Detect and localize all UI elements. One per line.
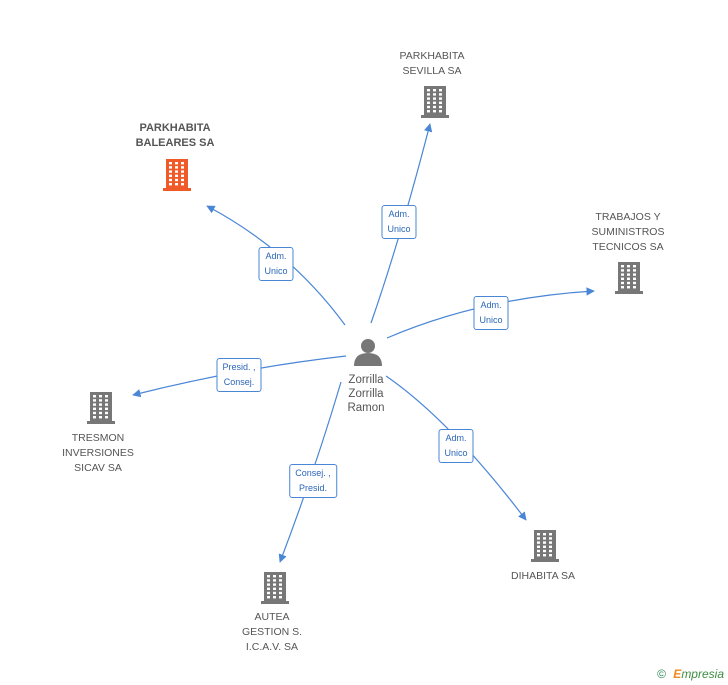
company-label-tresmon-line: SICAV SA: [74, 462, 122, 474]
company-label-trabajos-line: TECNICOS SA: [592, 241, 664, 253]
building-icon-autea[interactable]: [261, 572, 289, 604]
person-icon[interactable]: [354, 339, 382, 366]
edge-label-sevilla-line: Adm.: [388, 209, 410, 219]
edge-label-tresmon-line: Presid. ,: [222, 362, 256, 372]
company-label-tresmon-line: INVERSIONES: [62, 447, 134, 459]
company-label-sevilla-line: SEVILLA SA: [402, 65, 462, 77]
edge-label-autea[interactable]: Consej. , Presid.: [289, 464, 337, 498]
edge-label-autea-line: Consej. ,: [295, 468, 331, 478]
edge-label-autea-line: Presid.: [298, 483, 327, 493]
edge-label-tresmon[interactable]: Presid. , Consej.: [216, 358, 262, 392]
company-label-trabajos-line: TRABAJOS Y: [595, 211, 661, 223]
edge-label-dihabita-line: Unico: [444, 448, 468, 458]
building-icon-sevilla[interactable]: [421, 86, 449, 118]
edge-label-trabajos-line: Adm.: [480, 300, 502, 310]
building-icon-baleares[interactable]: [163, 159, 191, 191]
person-label-line: Zorrilla: [348, 388, 384, 400]
edge-label-trabajos-line: Unico: [479, 315, 503, 325]
company-label-trabajos-line: SUMINISTROS: [591, 226, 665, 238]
footer-brand[interactable]: © Empresia: [657, 667, 724, 681]
company-label-autea-line: AUTEA: [254, 611, 290, 623]
edge-label-tresmon-line: Consej.: [223, 377, 255, 387]
building-icon-dihabita[interactable]: [531, 530, 559, 562]
edge-label-baleares-line: Adm.: [265, 251, 287, 261]
company-label-autea[interactable]: AUTEA GESTION S. I.C.A.V. SA: [242, 610, 302, 655]
person-label-line: Ramon: [347, 402, 385, 414]
building-icon-trabajos[interactable]: [615, 262, 643, 294]
building-icon-tresmon[interactable]: [87, 392, 115, 424]
copyright-symbol: ©: [657, 667, 666, 681]
company-label-dihabita[interactable]: DIHABITA SA: [511, 569, 575, 584]
company-label-baleares[interactable]: PARKHABITA BALEARES SA: [136, 121, 215, 151]
company-label-autea-line: GESTION S.: [241, 626, 303, 638]
edge-label-dihabita-line: Adm.: [445, 433, 467, 443]
company-label-sevilla-line: PARKHABITA: [399, 50, 465, 62]
company-label-tresmon[interactable]: TRESMON INVERSIONES SICAV SA: [62, 431, 134, 476]
brand-logo: Empresia: [673, 667, 724, 681]
edge-label-baleares-line: Unico: [264, 266, 288, 276]
company-label-tresmon-line: TRESMON: [71, 432, 125, 444]
company-label-baleares-line: BALEARES SA: [135, 137, 215, 149]
company-label-sevilla[interactable]: PARKHABITA SEVILLA SA: [400, 49, 465, 79]
edge-label-dihabita[interactable]: Adm. Unico: [438, 429, 474, 463]
edge-label-trabajos[interactable]: Adm. Unico: [473, 296, 509, 330]
company-label-dihabita-line: DIHABITA SA: [511, 570, 575, 582]
person-label-line: Zorrilla: [348, 374, 384, 386]
company-label-trabajos[interactable]: TRABAJOS Y SUMINISTROS TECNICOS SA: [592, 210, 665, 255]
edge-label-baleares[interactable]: Adm. Unico: [258, 247, 294, 281]
edge-label-sevilla[interactable]: Adm. Unico: [381, 205, 417, 239]
edge-label-sevilla-line: Unico: [387, 224, 411, 234]
company-label-baleares-line: PARKHABITA: [139, 122, 211, 134]
company-label-autea-line: I.C.A.V. SA: [245, 641, 299, 653]
